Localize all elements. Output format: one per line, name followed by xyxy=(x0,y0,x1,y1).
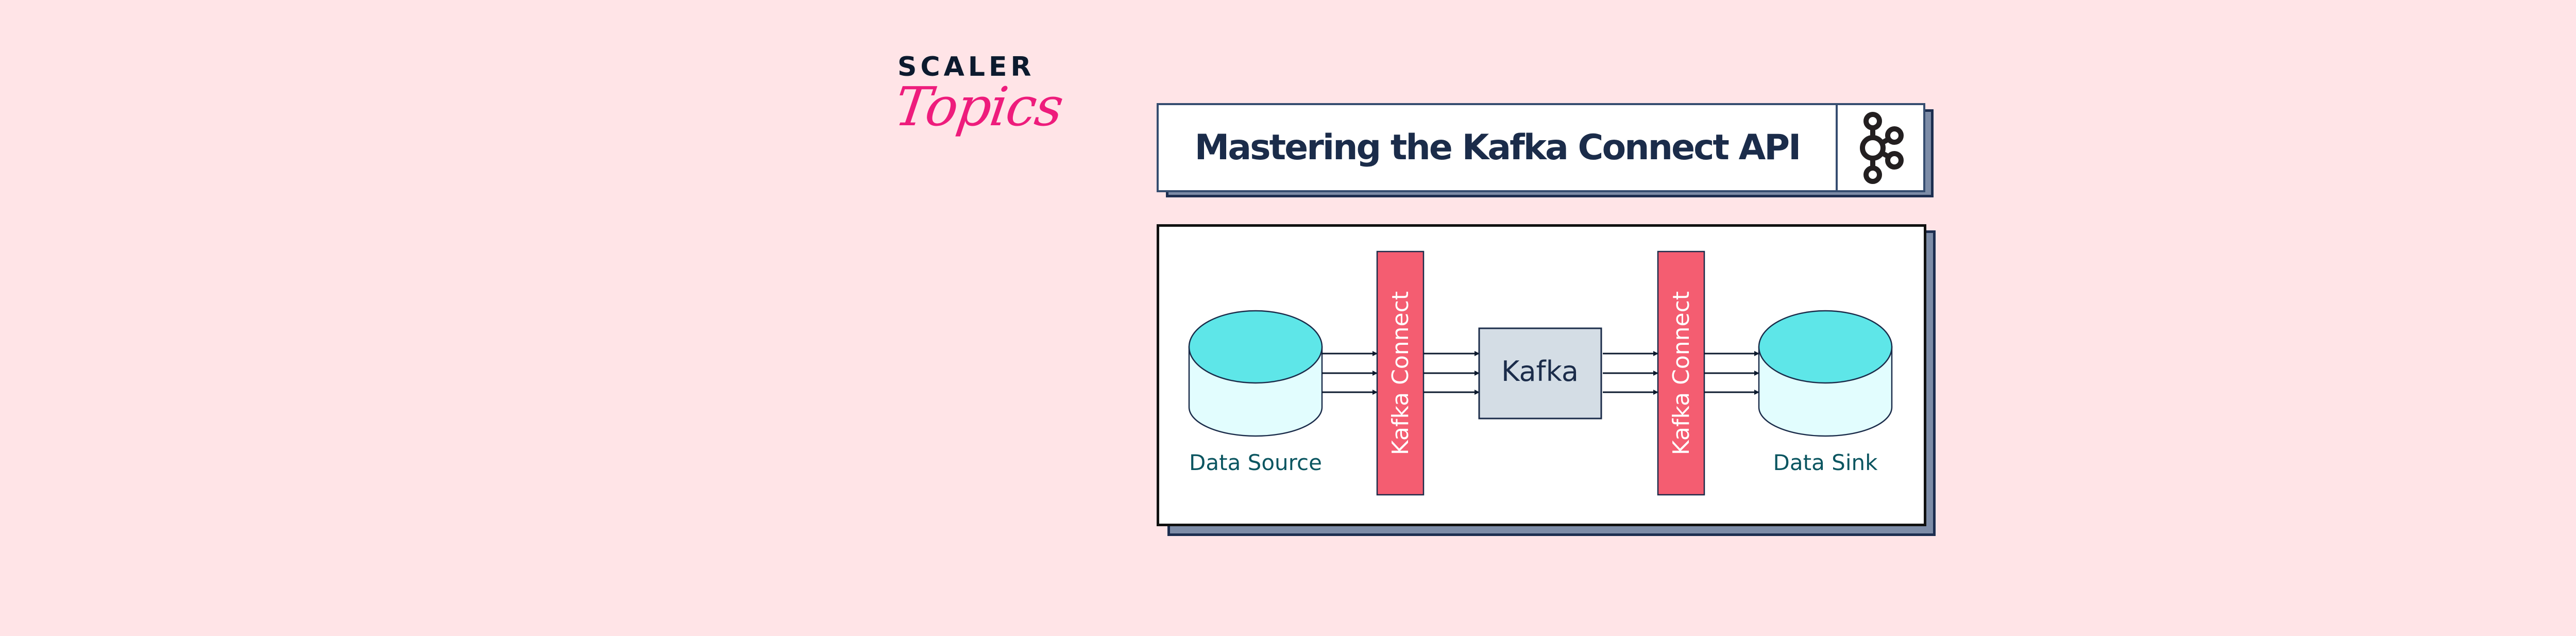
kafka-broker-label: Kafka xyxy=(1501,355,1579,388)
kafka-connect-sink-label: Kafka Connect xyxy=(1668,291,1694,455)
kafka-connect-source-label: Kafka Connect xyxy=(1387,291,1414,455)
data-sink-cylinder xyxy=(1758,310,1893,437)
title-card: Mastering the Kafka Connect API xyxy=(1157,103,1925,192)
page-title: Mastering the Kafka Connect API xyxy=(1159,105,1838,190)
arrows-source-to-connect xyxy=(1322,351,1378,395)
data-source-label: Data Source xyxy=(1189,450,1322,475)
kafka-logo-icon xyxy=(1860,111,1904,184)
kafka-broker-box: Kafka xyxy=(1478,327,1602,420)
scaler-topics-logo: SCALER Topics xyxy=(891,52,1066,155)
kafka-connect-sink-bar: Kafka Connect xyxy=(1657,250,1705,496)
arrows-kafka-to-connect xyxy=(1603,351,1658,395)
arrows-connect-to-sink xyxy=(1704,351,1759,395)
arrows-connect-to-kafka xyxy=(1423,351,1480,395)
title-icon-cell xyxy=(1838,105,1923,190)
data-sink-label: Data Sink xyxy=(1773,450,1878,475)
logo-scaler-text: SCALER xyxy=(897,52,1035,82)
data-source-cylinder xyxy=(1188,310,1323,437)
kafka-connect-source-bar: Kafka Connect xyxy=(1376,250,1425,496)
